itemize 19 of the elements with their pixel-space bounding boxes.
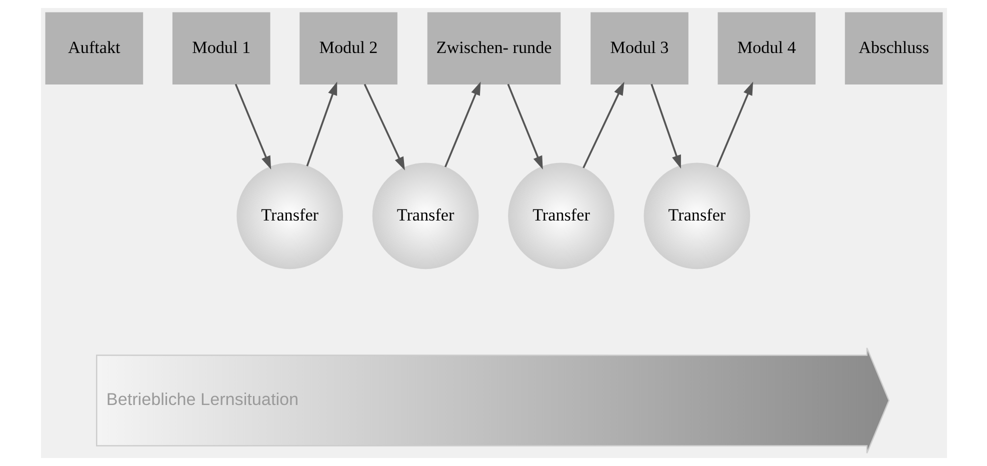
node-box: Modul 2 [299, 12, 397, 84]
arrow [716, 82, 753, 168]
node-box: Abschluss [844, 12, 942, 84]
arrow [234, 84, 271, 170]
node-circle: Transfer [236, 162, 342, 270]
node-box: Zwischen- runde [426, 12, 560, 84]
arrow [306, 82, 337, 166]
node-box: Modul 4 [717, 12, 816, 84]
node-circle: Transfer [372, 162, 478, 270]
node-circle: Transfer [643, 162, 750, 270]
arrow [363, 84, 404, 170]
arrow [506, 84, 542, 170]
arrow [582, 82, 624, 168]
node-box: Auftakt [44, 12, 143, 84]
node-circle: Transfer [508, 162, 614, 270]
arrow [650, 84, 680, 169]
node-box: Modul 1 [172, 12, 270, 84]
node-box: Modul 3 [590, 12, 688, 84]
arrow [444, 82, 480, 168]
